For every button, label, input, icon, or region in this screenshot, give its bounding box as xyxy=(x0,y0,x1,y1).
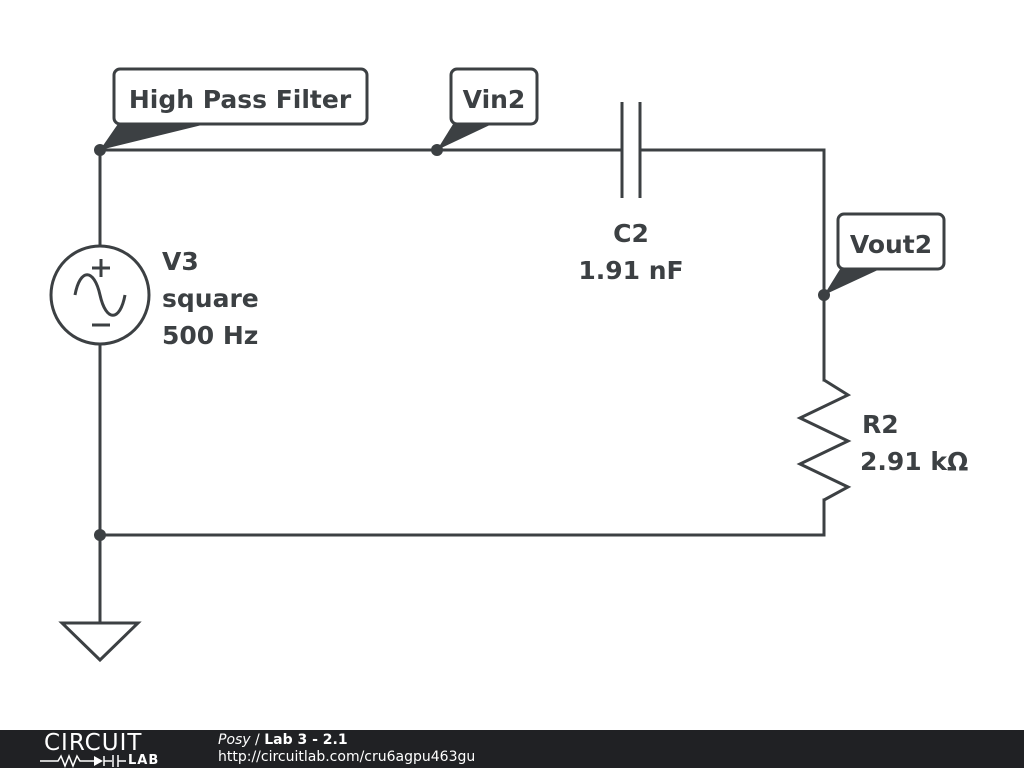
source-circle xyxy=(49,244,151,346)
circuit-meta: Posy / Lab 3 - 2.1 http://circuitlab.com… xyxy=(218,732,475,766)
capacitor-c2[interactable] xyxy=(620,102,642,198)
capacitor-name: C2 xyxy=(613,219,649,248)
flag-label: Vout2 xyxy=(850,230,932,259)
circuitlab-logo[interactable]: CIRCUIT LAB xyxy=(40,730,180,768)
voltage-source-v3[interactable] xyxy=(49,244,151,346)
circuit-title[interactable]: Lab 3 - 2.1 xyxy=(264,732,348,748)
resistor-name: R2 xyxy=(862,410,899,439)
meta-separator: / xyxy=(255,732,260,748)
footer-bar: CIRCUIT LAB Posy / Lab 3 - 2.1 http://ci… xyxy=(0,730,1024,768)
flag-pointer xyxy=(437,121,492,150)
wires xyxy=(98,148,826,625)
flag-pointer xyxy=(100,121,206,150)
sine-wave-icon xyxy=(73,273,127,317)
capacitor-value: 1.91 nF xyxy=(578,256,683,285)
source-name: V3 xyxy=(162,247,199,276)
label-flag-high-pass[interactable]: High Pass Filter xyxy=(100,67,369,150)
flag-box xyxy=(449,67,539,126)
source-waveform: square xyxy=(162,284,259,313)
author-name[interactable]: Posy xyxy=(218,732,251,748)
circuit-url[interactable]: http://circuitlab.com/cru6agpu463gu xyxy=(218,749,476,765)
logo-circuit-icon xyxy=(40,754,126,768)
flag-label: High Pass Filter xyxy=(129,85,352,114)
resistor-r2[interactable] xyxy=(796,378,852,502)
flag-box xyxy=(836,212,946,271)
meta-title-line: Posy / Lab 3 - 2.1 xyxy=(218,732,475,749)
circuit-schematic: C2 1.91 nF R2 2.91 kΩ V3 square 500 Hz H… xyxy=(49,67,968,663)
logo-wordmark: CIRCUIT xyxy=(44,730,143,756)
resistor-value: 2.91 kΩ xyxy=(860,447,968,476)
flag-box xyxy=(112,67,369,126)
label-flag-vout2[interactable]: Vout2 xyxy=(824,212,946,295)
flag-pointer xyxy=(824,266,880,295)
ground-icon[interactable] xyxy=(58,621,142,663)
flag-label: Vin2 xyxy=(463,85,526,114)
source-frequency: 500 Hz xyxy=(162,321,258,350)
junction-dot-bottom-left xyxy=(94,529,106,541)
label-flag-vin2[interactable]: Vin2 xyxy=(437,67,539,150)
resistor-zigzag xyxy=(796,378,852,502)
logo-lab-text: LAB xyxy=(128,753,160,768)
